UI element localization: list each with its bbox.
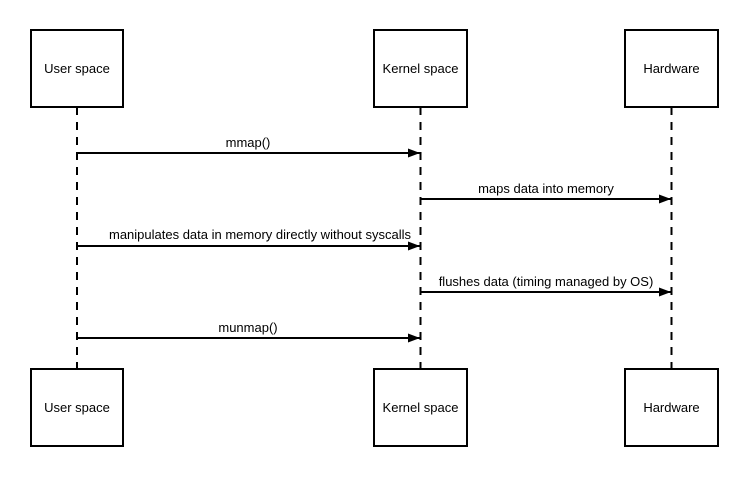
actor-label-user-space-top: User space [44, 61, 110, 76]
message-label-maps-data-into-memory: maps data into memory [478, 181, 614, 196]
message-label-flushes-data: flushes data (timing managed by OS) [439, 274, 654, 289]
message-mmap: mmap() [77, 135, 420, 158]
actor-hardware-bottom: Hardware [624, 368, 719, 447]
actor-label-kernel-space-top: Kernel space [383, 61, 459, 76]
message-munmap: munmap() [77, 320, 420, 343]
actor-hardware-top: Hardware [624, 29, 719, 108]
actor-kernel-space-top: Kernel space [373, 29, 468, 108]
actor-kernel-space-bottom: Kernel space [373, 368, 468, 447]
actor-user-space-bottom: User space [30, 368, 124, 447]
actor-box-kernel-space-top [373, 29, 468, 108]
message-label-munmap: munmap() [218, 320, 277, 335]
actor-box-kernel-space-bottom [373, 368, 468, 447]
actor-box-hardware-top [624, 29, 719, 108]
message-maps-data-into-memory: maps data into memory [420, 181, 671, 204]
actor-label-user-space-bottom: User space [44, 400, 110, 415]
message-label-manipulates-data: manipulates data in memory directly with… [109, 227, 412, 242]
actor-label-hardware-top: Hardware [643, 61, 699, 76]
message-manipulates-data: manipulates data in memory directly with… [77, 227, 420, 251]
actor-box-hardware-bottom [624, 368, 719, 447]
actor-box-user-space-top [30, 29, 124, 108]
actor-box-user-space-bottom [30, 368, 124, 447]
actor-user-space-top: User space [30, 29, 124, 108]
actor-label-kernel-space-bottom: Kernel space [383, 400, 459, 415]
message-flushes-data: flushes data (timing managed by OS) [420, 274, 671, 297]
message-label-mmap: mmap() [226, 135, 271, 150]
actor-label-hardware-bottom: Hardware [643, 400, 699, 415]
